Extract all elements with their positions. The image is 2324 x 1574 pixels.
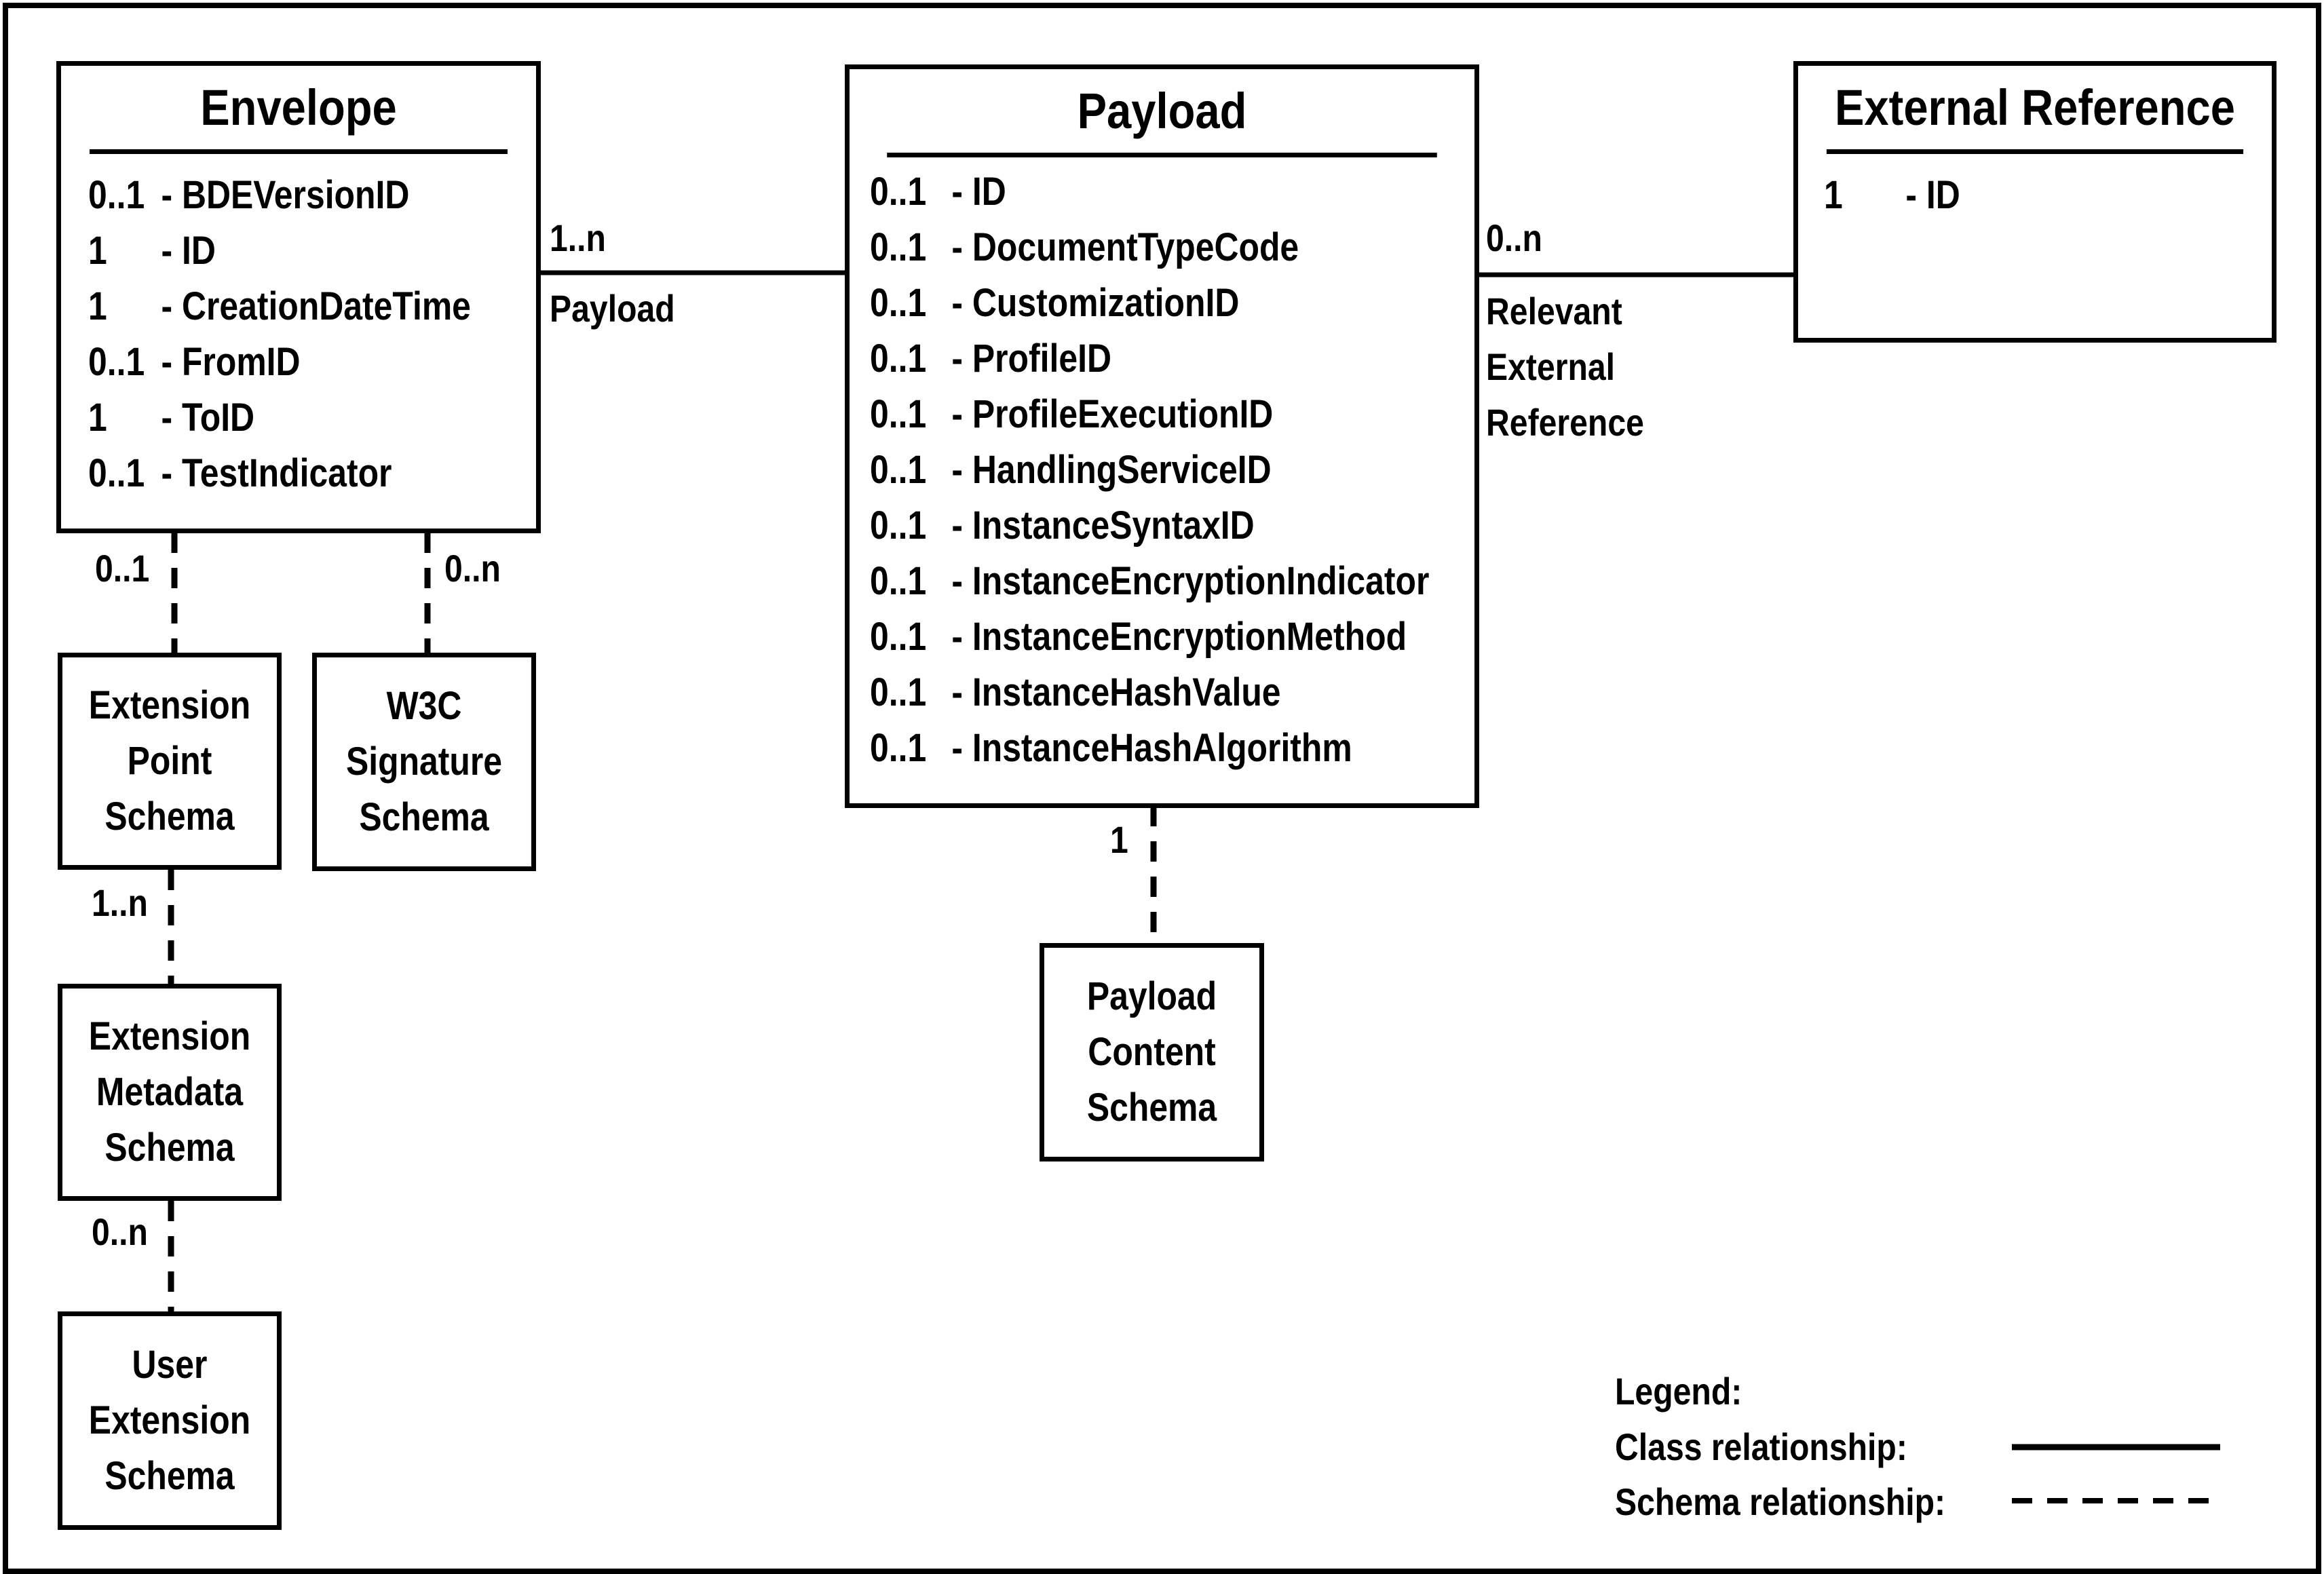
envelope-payload-multiplicity: 1..n — [550, 216, 606, 259]
diagram-frame — [3, 3, 2321, 1574]
attribute-row: 0..1- CustomizationID — [870, 281, 1240, 325]
attribute-row: 0..1- ID — [870, 170, 1006, 214]
attribute-row: 0..1- InstanceSyntaxID — [870, 503, 1255, 548]
payload-external-multiplicity: 0..n — [1486, 216, 1542, 259]
attribute-row: 1- ID — [1824, 173, 1960, 217]
legend-class-relationship-label: Class relationship: — [1615, 1425, 1907, 1468]
external-reference-title: External Reference — [1826, 66, 2244, 154]
envelope-class[interactable]: Envelope 0..1- BDEVersionID 1- ID 1- Cre… — [56, 61, 541, 533]
attribute-row: 0..1- InstanceHashAlgorithm — [870, 726, 1352, 770]
extension-point-metadata-multiplicity: 1..n — [92, 881, 148, 924]
extension-point-schema-label: Extension Point Schema — [88, 683, 251, 839]
legend-title: Legend: — [1615, 1370, 1742, 1413]
payload-content-schema-box[interactable]: Payload Content Schema — [1040, 943, 1264, 1162]
attribute-row: 1- ToID — [88, 396, 255, 440]
attribute-row: 0..1- TestIndicator — [88, 451, 392, 495]
attribute-row: 0..1- InstanceEncryptionMethod — [870, 615, 1407, 659]
legend-schema-relationship-label: Schema relationship: — [1615, 1480, 1946, 1523]
attribute-row: 0..1- InstanceHashValue — [870, 670, 1281, 714]
payload-content-schema-label: Payload Content Schema — [1086, 974, 1217, 1130]
envelope-w3c-signature-multiplicity: 0..n — [444, 547, 501, 590]
attribute-row: 1- ID — [88, 229, 216, 273]
payload-title: Payload — [887, 69, 1437, 157]
w3c-signature-schema-box[interactable]: W3C Signature Schema — [312, 653, 536, 871]
payload-content-schema-multiplicity: 1 — [1110, 818, 1128, 861]
attribute-row: 0..1- ProfileID — [870, 337, 1111, 381]
attribute-row: 0..1- InstanceEncryptionIndicator — [870, 559, 1430, 603]
attribute-row: 0..1- FromID — [88, 340, 301, 384]
envelope-attributes: 0..1- BDEVersionID 1- ID 1- CreationDate… — [88, 168, 533, 501]
extension-metadata-user-multiplicity: 0..n — [92, 1210, 148, 1253]
payload-class[interactable]: Payload 0..1- ID 0..1- DocumentTypeCode … — [845, 64, 1479, 808]
user-extension-schema-box[interactable]: User Extension Schema — [58, 1311, 282, 1530]
payload-attributes: 0..1- ID 0..1- DocumentTypeCode 0..1- Cu… — [870, 164, 1521, 776]
external-reference-class[interactable]: External Reference 1- ID — [1793, 61, 2277, 343]
payload-external-role: Relevant External Reference — [1486, 290, 1644, 444]
extension-point-schema-box[interactable]: Extension Point Schema — [58, 653, 282, 870]
attribute-row: 0..1- ProfileExecutionID — [870, 392, 1274, 436]
attribute-row: 1- CreationDateTime — [88, 284, 471, 328]
external-reference-attributes: 1- ID — [1824, 168, 1982, 223]
w3c-signature-schema-label: W3C Signature Schema — [345, 684, 503, 839]
attribute-row: 0..1- BDEVersionID — [88, 173, 410, 217]
attribute-row: 0..1- HandlingServiceID — [870, 448, 1272, 492]
envelope-title: Envelope — [90, 66, 508, 154]
user-extension-schema-label: User Extension Schema — [88, 1343, 251, 1498]
extension-metadata-schema-label: Extension Metadata Schema — [88, 1014, 251, 1170]
envelope-extension-point-multiplicity: 0..1 — [95, 547, 150, 590]
attribute-row: 0..1- DocumentTypeCode — [870, 225, 1299, 269]
envelope-payload-role: Payload — [550, 287, 675, 330]
extension-metadata-schema-box[interactable]: Extension Metadata Schema — [58, 984, 282, 1201]
